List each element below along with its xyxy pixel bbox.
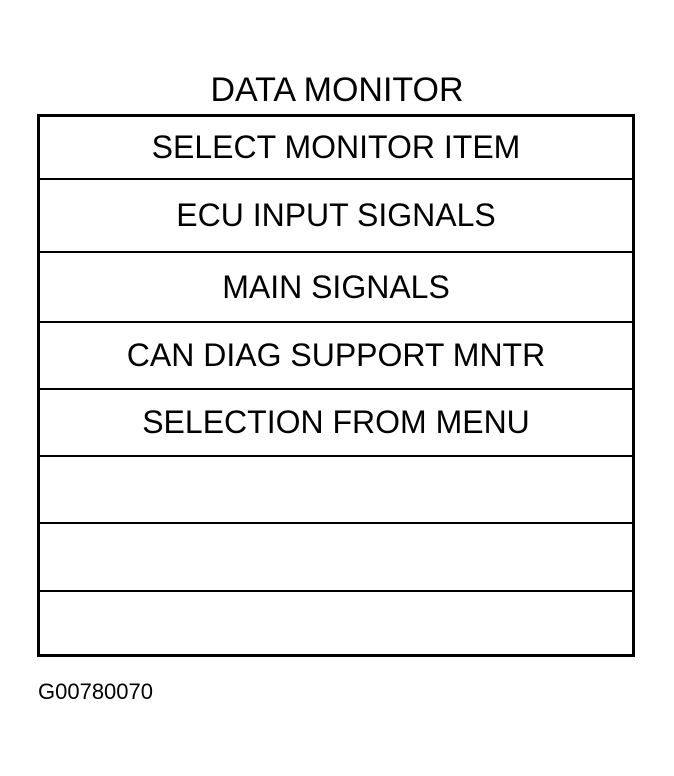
menu-item-empty-2: [40, 524, 632, 592]
menu-header: SELECT MONITOR ITEM: [40, 117, 632, 180]
menu-item-empty-1: [40, 457, 632, 524]
data-monitor-menu: SELECT MONITOR ITEM ECU INPUT SIGNALS MA…: [37, 114, 635, 657]
screen-title: DATA MONITOR: [210, 71, 464, 109]
menu-item-main-signals[interactable]: MAIN SIGNALS: [40, 253, 632, 323]
menu-item-ecu-input-signals[interactable]: ECU INPUT SIGNALS: [40, 180, 632, 253]
menu-item-can-diag-support-mntr[interactable]: CAN DIAG SUPPORT MNTR: [40, 323, 632, 390]
menu-item-selection-from-menu[interactable]: SELECTION FROM MENU: [40, 390, 632, 457]
figure-id: G00780070: [38, 679, 153, 704]
menu-item-empty-3: [40, 592, 632, 654]
